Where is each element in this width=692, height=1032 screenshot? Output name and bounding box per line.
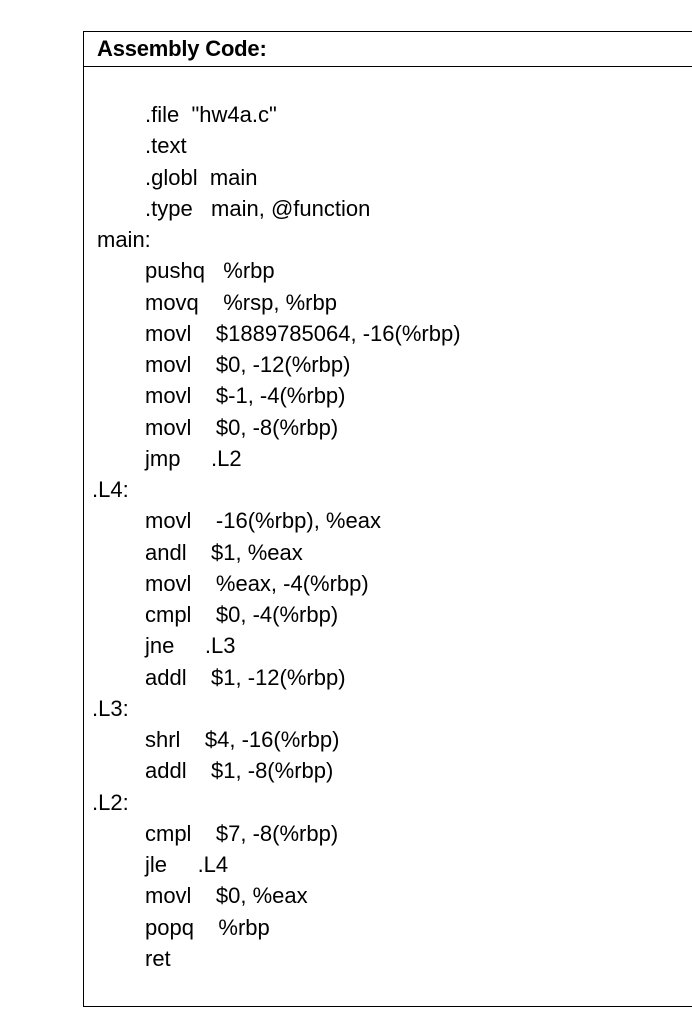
instruction-line: cmpl $0, -4(%rbp)	[145, 602, 339, 627]
assembly-code-block: .file "hw4a.c" .text .globl main .type main…	[84, 99, 692, 974]
instruction-line: jmp .L2	[145, 445, 242, 471]
label-line: .L3:	[92, 695, 129, 721]
directive-line: .type main, @function	[145, 195, 371, 221]
instruction-line: movl $1889785064, -16(%rbp)	[145, 320, 461, 346]
instruction-line: cmpl $7, -8(%rbp)	[145, 820, 339, 846]
label-line: .L2:	[92, 789, 129, 815]
table-header-row: Assembly Code:	[84, 32, 692, 67]
directive-line: .file "hw4a.c"	[145, 102, 277, 127]
instruction-line: addl $1, -8(%rbp)	[145, 758, 334, 784]
label-line: main:	[97, 227, 151, 252]
instruction-line: shrl $4, -16(%rbp)	[145, 727, 340, 752]
instruction-line: movl -16(%rbp), %eax	[145, 508, 381, 534]
code-table: Assembly Code: .file "hw4a.c" .text .globl…	[83, 31, 692, 1007]
instruction-line: pushq %rbp	[145, 258, 275, 284]
table-header-title: Assembly Code:	[97, 36, 267, 61]
label-line: .L4:	[92, 477, 129, 502]
instruction-line: jle .L4	[145, 852, 229, 877]
directive-line: .text	[145, 133, 187, 159]
instruction-line: jne .L3	[145, 633, 236, 659]
instruction-line: addl $1, -12(%rbp)	[145, 664, 346, 690]
instruction-line: movl $-1, -4(%rbp)	[145, 383, 346, 409]
instruction-line: andl $1, %eax	[145, 539, 303, 565]
instruction-line: movl $0, -12(%rbp)	[145, 352, 351, 377]
instruction-line: movq %rsp, %rbp	[145, 289, 337, 315]
instruction-line: movl %eax, -4(%rbp)	[145, 570, 369, 596]
instruction-line: movl $0, -8(%rbp)	[145, 414, 339, 440]
instruction-line: movl $0, %eax	[145, 883, 308, 909]
instruction-line: ret	[145, 945, 171, 971]
instruction-line: popq %rbp	[145, 914, 270, 940]
directive-line: .globl main	[145, 164, 258, 190]
